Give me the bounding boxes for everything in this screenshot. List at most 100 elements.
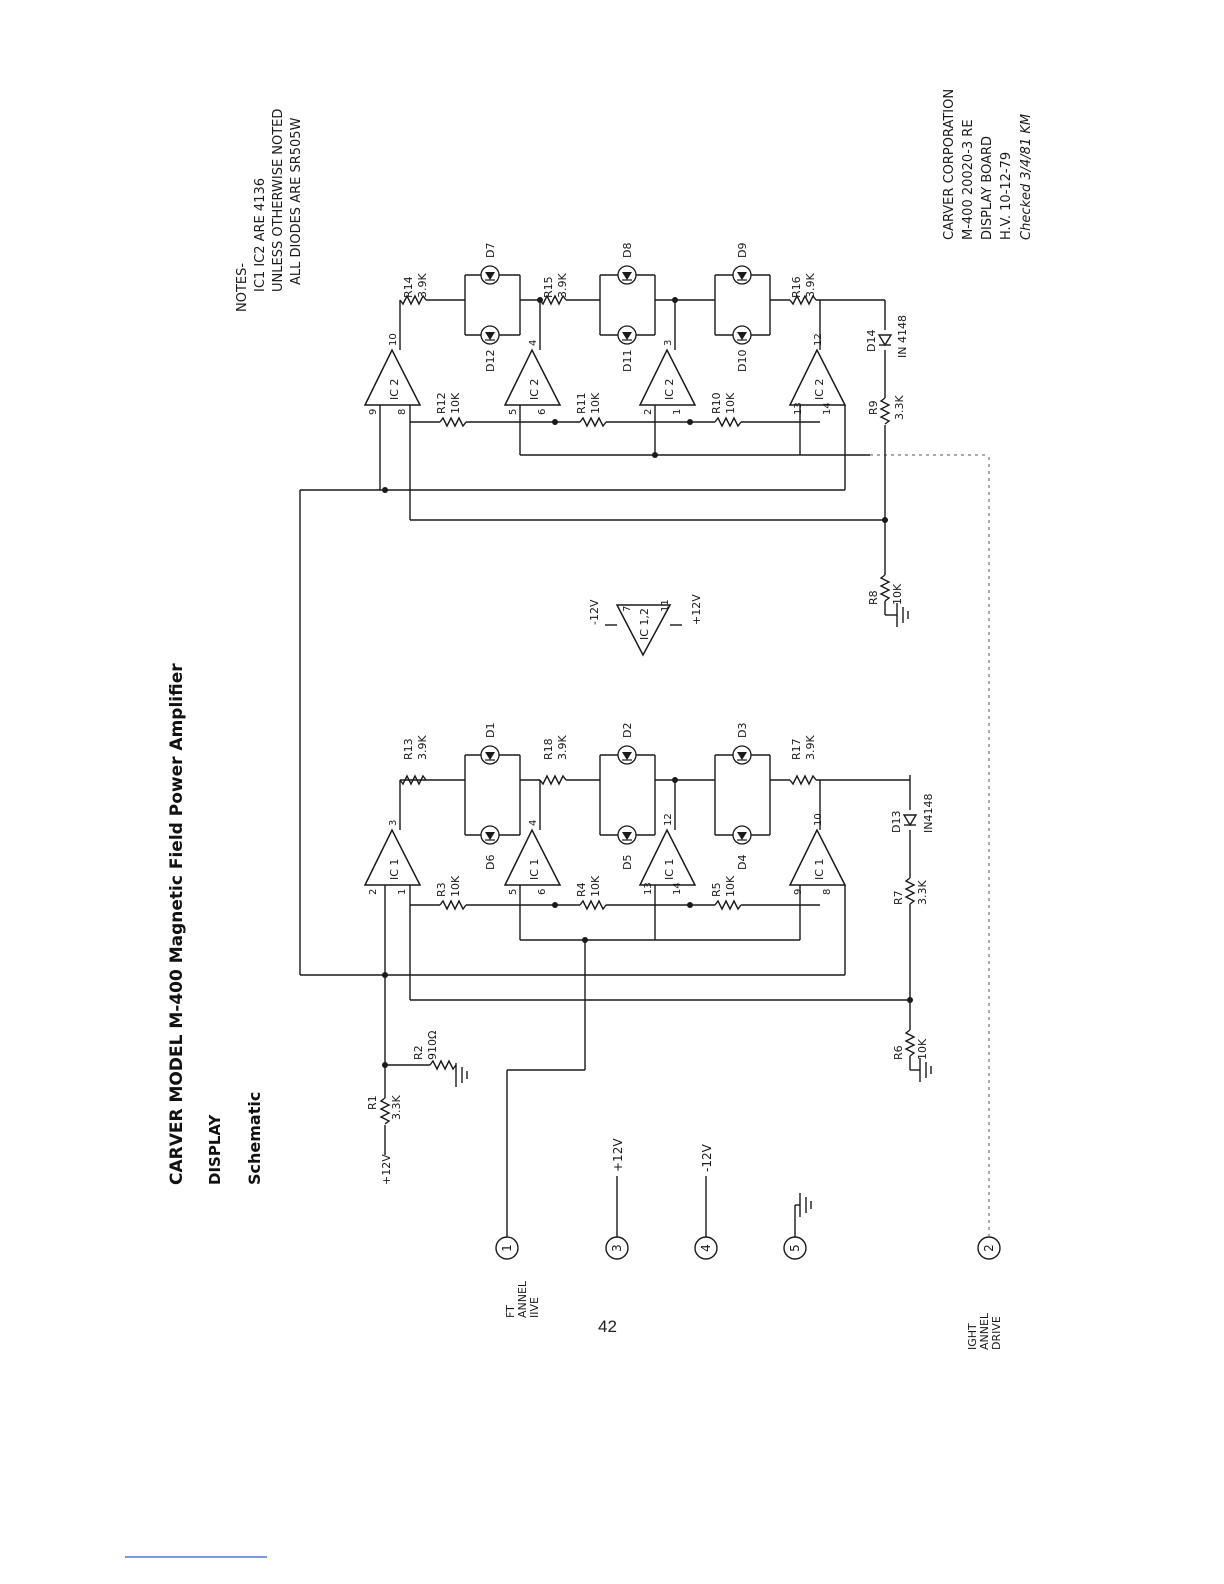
r18-resistor bbox=[539, 775, 567, 785]
schematic-kind: Schematic bbox=[245, 1092, 264, 1185]
r15-ref: R15 bbox=[542, 276, 555, 298]
ic-power-pin-pos: 11 bbox=[660, 599, 671, 612]
ic1-c-pin-out: 12 bbox=[663, 813, 674, 826]
ic1-c-pin-plus: 13 bbox=[643, 882, 654, 895]
d14-diode-icon bbox=[878, 334, 892, 346]
r6-resistor bbox=[905, 1029, 915, 1057]
d3-ref: D3 bbox=[736, 723, 749, 738]
ic1-b-ref: IC 1 bbox=[528, 859, 541, 880]
d9-led-icon bbox=[732, 265, 752, 285]
d3-led-icon bbox=[732, 745, 752, 765]
connector-5-number: 5 bbox=[788, 1244, 802, 1252]
r10-resistor bbox=[714, 417, 742, 427]
r8-ground-icon bbox=[896, 602, 909, 628]
connector-1: 1 FT ANNEL IIVE bbox=[495, 1236, 541, 1318]
ic2-opamp-c: IC 2 2 1 3 bbox=[638, 340, 697, 415]
ic2-c-pin-minus: 1 bbox=[672, 409, 683, 415]
notes-heading: NOTES- bbox=[235, 263, 250, 312]
d12-led-icon bbox=[480, 325, 500, 345]
d12-ref: D12 bbox=[484, 350, 497, 372]
page-number: 42 bbox=[598, 1317, 617, 1336]
ic2-a-ref: IC 2 bbox=[388, 379, 401, 400]
title-block: CARVER CORPORATION M-400 20020-3 RE DISP… bbox=[942, 89, 1034, 240]
d1-ref: D1 bbox=[484, 723, 497, 738]
r12-ref: R12 bbox=[435, 392, 448, 414]
schematic-kind-text: Schematic bbox=[245, 1092, 264, 1185]
d8-ref: D8 bbox=[621, 243, 634, 258]
r6-value: 10K bbox=[916, 1038, 929, 1060]
ic1-b-pin-plus: 5 bbox=[508, 889, 519, 895]
r11-value: 10K bbox=[589, 392, 602, 414]
ic1-c-pin-minus: 14 bbox=[672, 882, 683, 895]
d7-led-icon bbox=[480, 265, 500, 285]
connector-3-number: 3 bbox=[610, 1244, 624, 1252]
r3-resistor bbox=[439, 900, 467, 910]
r7-resistor bbox=[905, 877, 915, 905]
ic1-d-pin-out: 10 bbox=[813, 813, 824, 826]
notes-line-3: ALL DIODES ARE SR505W bbox=[289, 117, 304, 285]
notes-block: NOTES- IC1 IC2 ARE 4136 UNLESS OTHERWISE… bbox=[235, 109, 304, 312]
d13-type: IN4148 bbox=[922, 794, 935, 833]
r2-ref: R2 bbox=[412, 1045, 425, 1060]
d13-ref: D13 bbox=[890, 811, 903, 833]
r8-value: 10K bbox=[891, 583, 904, 605]
d1-led-icon bbox=[480, 745, 500, 765]
r6-ground-icon bbox=[919, 1057, 932, 1083]
connector-4: 4 -12V bbox=[694, 1143, 718, 1260]
ic1-d-pin-minus: 8 bbox=[822, 889, 833, 895]
r12-resistor bbox=[439, 417, 467, 427]
r16-ref: R16 bbox=[790, 276, 803, 298]
r9-value: 3.3K bbox=[893, 395, 906, 420]
d10-led-icon bbox=[732, 325, 752, 345]
d13-diode-icon bbox=[903, 814, 917, 826]
r17-ref: R17 bbox=[790, 738, 803, 760]
connector-2-label-3: DRIVE bbox=[990, 1316, 1003, 1350]
connector-1-label-3: IIVE bbox=[528, 1297, 541, 1318]
ic1-b-pin-minus: 6 bbox=[537, 889, 548, 895]
ic2-b-pin-minus: 6 bbox=[537, 409, 548, 415]
ic1-a-ref: IC 1 bbox=[388, 859, 401, 880]
d10-ref: D10 bbox=[736, 350, 749, 372]
ic2-d-pin-out: 12 bbox=[813, 333, 824, 346]
r11-resistor bbox=[579, 417, 607, 427]
d7-ref: D7 bbox=[484, 243, 497, 258]
d5-ref: D5 bbox=[621, 855, 634, 870]
r2-ground-icon bbox=[455, 1062, 468, 1088]
ic2-b-pin-out: 4 bbox=[528, 340, 539, 346]
ic2-c-pin-plus: 2 bbox=[643, 409, 654, 415]
d14-ref: D14 bbox=[865, 330, 878, 352]
ic1-c-ref: IC 1 bbox=[663, 859, 676, 880]
r15-value: 3.9K bbox=[556, 273, 569, 298]
ic-power-symbol: IC 1,2 -12V +12V 7 11 bbox=[588, 594, 703, 657]
d8-led-icon bbox=[617, 265, 637, 285]
r3-ref: R3 bbox=[435, 882, 448, 897]
r10-value: 10K bbox=[724, 392, 737, 414]
connector-2-label-2: ANNEL bbox=[978, 1312, 991, 1350]
connector-1-number: 1 bbox=[500, 1244, 514, 1252]
r8-resistor bbox=[880, 574, 890, 602]
r1-resistor bbox=[380, 1097, 390, 1125]
ic1-b-pin-out: 4 bbox=[528, 820, 539, 826]
r1-value: 3.3K bbox=[390, 1095, 403, 1120]
connector-1-label-2: ANNEL bbox=[516, 1280, 529, 1318]
connector-3: 3 +12V bbox=[605, 1138, 629, 1260]
r14-ref: R14 bbox=[402, 276, 415, 298]
r5-ref: R5 bbox=[710, 882, 723, 897]
d2-led-icon bbox=[617, 745, 637, 765]
ic2-d-pin-minus: 14 bbox=[822, 402, 833, 415]
ic1-d-pin-plus: 9 bbox=[793, 889, 804, 895]
ic2-opamp-b: IC 2 5 6 4 bbox=[503, 340, 562, 415]
notes-line-2: UNLESS OTHERWISE NOTED bbox=[271, 109, 286, 292]
ic-power-pos-label: +12V bbox=[690, 594, 703, 625]
r10-ref: R10 bbox=[710, 392, 723, 414]
r18-ref: R18 bbox=[542, 738, 555, 760]
d6-ref: D6 bbox=[484, 855, 497, 870]
ic-power-ref: IC 1,2 bbox=[638, 608, 651, 640]
ic1-opamp-a: IC 1 2 1 3 bbox=[363, 820, 422, 895]
ic1-opamp-d: IC 1 9 8 10 bbox=[788, 813, 847, 895]
ic2-b-pin-plus: 5 bbox=[508, 409, 519, 415]
d5-led-icon bbox=[617, 825, 637, 845]
ic2-c-pin-out: 3 bbox=[663, 340, 674, 346]
ic1-a-pin-minus: 1 bbox=[397, 889, 408, 895]
connector-1-label-1: FT bbox=[504, 1305, 517, 1318]
